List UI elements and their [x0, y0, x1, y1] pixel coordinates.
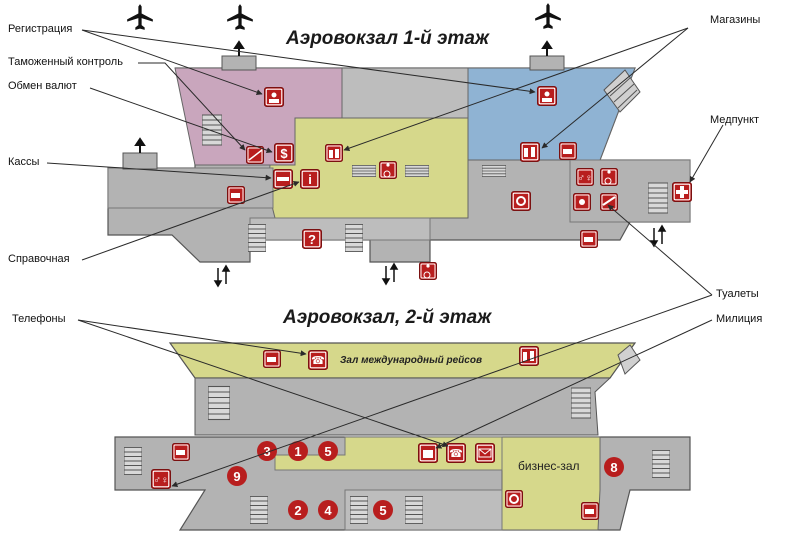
first-aid-point-icon	[511, 191, 531, 211]
callout-phones: Телефоны	[12, 313, 66, 325]
airplane-icon	[127, 4, 153, 30]
police-icon	[418, 443, 438, 463]
svg-text:i: i	[308, 172, 312, 187]
coffee-cup-icon	[580, 230, 598, 248]
central-hall-top	[341, 67, 469, 119]
red-cross-icon	[672, 182, 692, 202]
svg-text:♂♀: ♂♀	[578, 173, 593, 184]
gate-9: 9	[227, 466, 247, 486]
coffee-cup-icon	[263, 350, 281, 368]
callout-currency-exchange: Обмен валют	[8, 80, 77, 92]
international-hall-label: Зал международный рейсов	[340, 355, 482, 366]
callout-information: Справочная	[8, 253, 70, 265]
airplane-icon	[227, 4, 253, 30]
callout-police: Милиция	[716, 313, 763, 325]
callout-cashier: Кассы	[8, 156, 40, 168]
svg-text:$: $	[280, 146, 288, 161]
toilet-icon	[573, 193, 591, 211]
mail-icon	[475, 443, 495, 463]
customs-scale-icon	[246, 146, 264, 164]
svg-text:8: 8	[610, 460, 617, 475]
coffee-cup-icon	[227, 186, 245, 204]
coffee-cup-icon	[581, 502, 599, 520]
shopping-bag-icon	[325, 144, 343, 162]
svg-text:?: ?	[308, 232, 316, 247]
floor1-title: Аэровокзал 1-й этаж	[286, 28, 489, 49]
floor1-plan	[107, 40, 691, 288]
toilet-icon: ♂♀	[151, 469, 171, 489]
svg-text:♂♀: ♂♀	[154, 475, 169, 486]
reception-desk-icon	[264, 87, 284, 107]
ticket-counter-icon	[273, 169, 293, 189]
gate-5b: 5	[373, 500, 393, 520]
wheelchair-icon	[419, 262, 437, 280]
gate-4: 4	[318, 500, 338, 520]
gate-3: 3	[257, 441, 277, 461]
airplane-icon	[535, 3, 561, 29]
telephone-icon: ☎	[308, 350, 328, 370]
toilet-icon: ♂♀	[576, 168, 594, 186]
svg-text:3: 3	[263, 444, 270, 459]
callout-customs: Таможенный контроль	[8, 56, 123, 68]
wheelchair-icon	[600, 168, 618, 186]
telephone-icon: ☎	[446, 443, 466, 463]
gate-5: 5	[318, 441, 338, 461]
floor1-icons: $ i ? ♂♀	[227, 86, 692, 280]
gate-numbers: 3 1 5 9 2 4 5 8	[227, 441, 624, 520]
coffee-cup-icon	[559, 142, 577, 160]
business-lounge-label: бизнес-зал	[518, 459, 580, 473]
floor2-icons: ☎ ♂♀ ☎	[151, 346, 599, 520]
floor2-upper	[194, 377, 612, 436]
callout-lines	[46, 27, 724, 488]
gate-1: 1	[288, 441, 308, 461]
coffee-cup-icon	[172, 443, 190, 461]
svg-text:5: 5	[324, 444, 331, 459]
svg-text:4: 4	[324, 503, 332, 518]
gate-2: 2	[288, 500, 308, 520]
svg-text:☎: ☎	[449, 448, 463, 460]
floor2-title: Аэровокзал, 2-й этаж	[283, 307, 492, 328]
south-hall	[249, 217, 431, 241]
reception-desk-icon	[537, 86, 557, 106]
callout-shops: Магазины	[710, 14, 761, 26]
no-entry-icon	[600, 193, 618, 211]
registration-zone-right	[467, 67, 636, 161]
shopping-bag-icon	[520, 142, 540, 162]
svg-text:5: 5	[379, 503, 386, 518]
callout-first-aid: Медпункт	[710, 114, 760, 126]
shopping-bag-icon	[519, 346, 539, 366]
info-icon: i	[300, 169, 320, 189]
svg-text:☎: ☎	[311, 355, 325, 367]
first-aid-point-icon	[505, 490, 523, 508]
gate-8: 8	[604, 457, 624, 477]
svg-text:9: 9	[233, 469, 240, 484]
svg-text:1: 1	[294, 444, 301, 459]
wheelchair-icon	[379, 161, 397, 179]
callout-toilets: Туалеты	[716, 288, 759, 300]
svg-text:2: 2	[294, 503, 301, 518]
floor2-plan	[114, 342, 691, 531]
question-icon: ?	[302, 229, 322, 249]
callout-registration: Регистрация	[8, 23, 73, 35]
dollar-icon: $	[274, 143, 294, 163]
